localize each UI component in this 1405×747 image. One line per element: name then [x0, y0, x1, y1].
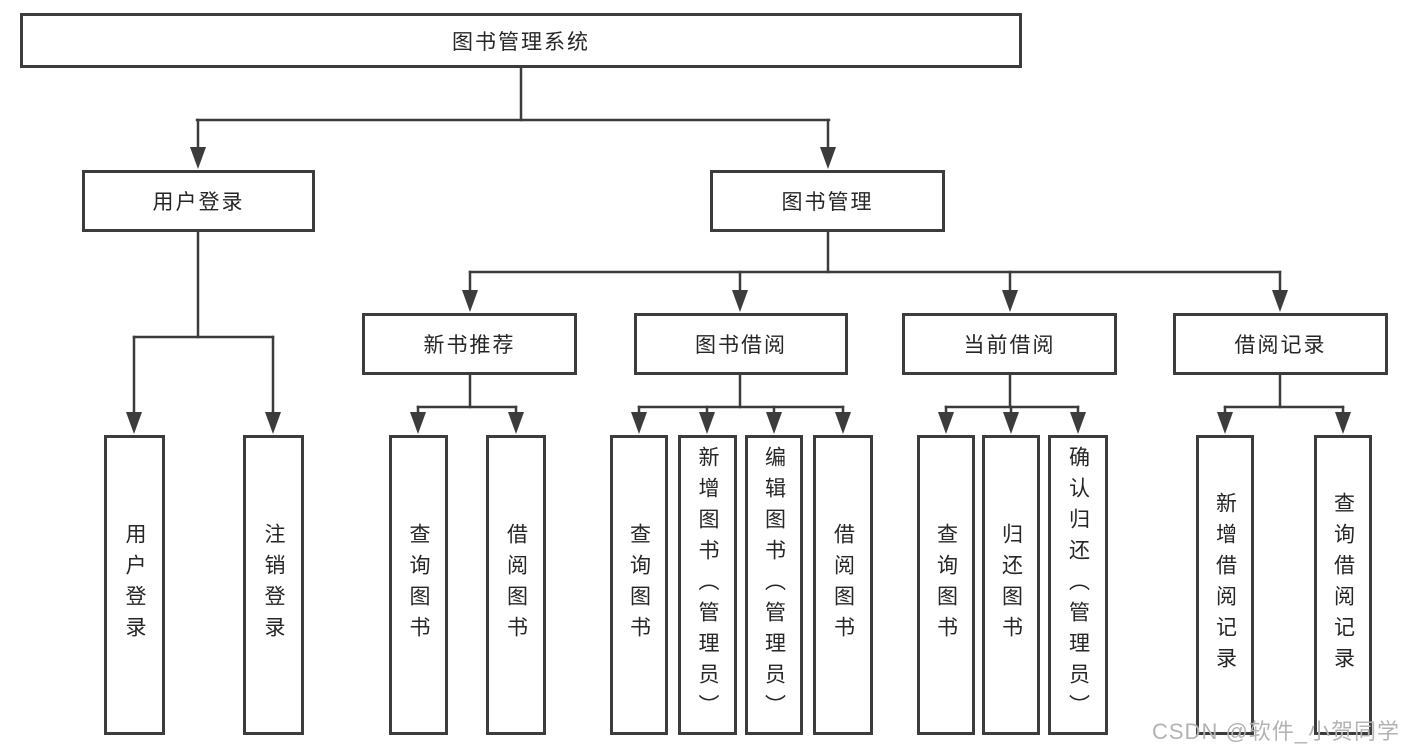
- arrow-head-icon: [190, 147, 206, 169]
- node-book-borrowing: 图书借阅: [634, 313, 848, 375]
- arrow-head-icon: [820, 147, 836, 169]
- leaf-logout: 注销登录: [243, 435, 304, 735]
- node-user-login: 用户登录: [82, 170, 315, 232]
- arrow-head-icon: [631, 412, 647, 434]
- arrow-head-icon: [938, 412, 954, 434]
- arrow-head-icon: [1070, 412, 1086, 434]
- leaf-edit-books-admin: 编辑图书（管理员）: [745, 435, 803, 735]
- leaf-user-login: 用户登录: [104, 435, 165, 735]
- arrow-head-icon: [699, 412, 715, 434]
- leaf-query-books-recommendation: 查询图书: [389, 435, 448, 735]
- arrow-head-icon: [265, 412, 281, 434]
- arrow-head-icon: [1003, 412, 1019, 434]
- leaf-borrow-books-borrowing: 借阅图书: [813, 435, 873, 735]
- arrow-head-icon: [1002, 290, 1018, 312]
- leaf-add-borrow-record: 新增借阅记录: [1196, 435, 1254, 735]
- node-new-book-recommendation: 新书推荐: [362, 313, 577, 375]
- node-library-management-system: 图书管理系统: [20, 13, 1022, 68]
- csdn-watermark: CSDN @软件_小贺同学: [1152, 719, 1401, 744]
- arrow-head-icon: [1217, 412, 1233, 434]
- leaf-add-books-admin: 新增图书（管理员）: [678, 435, 737, 735]
- node-current-borrowing: 当前借阅: [902, 313, 1117, 375]
- leaf-query-books-borrowing: 查询图书: [610, 435, 668, 735]
- leaf-query-books-current: 查询图书: [917, 435, 975, 735]
- arrow-head-icon: [1335, 412, 1351, 434]
- arrow-head-icon: [1272, 290, 1288, 312]
- arrow-head-icon: [732, 290, 748, 312]
- arrow-head-icon: [462, 290, 478, 312]
- node-borrowing-records: 借阅记录: [1173, 313, 1388, 375]
- arrow-head-icon: [766, 412, 782, 434]
- node-book-management: 图书管理: [710, 170, 945, 232]
- leaf-query-borrow-record: 查询借阅记录: [1314, 435, 1372, 735]
- leaf-confirm-return-admin: 确认归还（管理员）: [1048, 435, 1108, 735]
- arrow-head-icon: [835, 412, 851, 434]
- arrow-head-icon: [508, 412, 524, 434]
- leaf-borrow-books-recommendation: 借阅图书: [486, 435, 546, 735]
- leaf-return-books: 归还图书: [982, 435, 1040, 735]
- arrow-head-icon: [410, 412, 426, 434]
- arrow-head-icon: [126, 412, 142, 434]
